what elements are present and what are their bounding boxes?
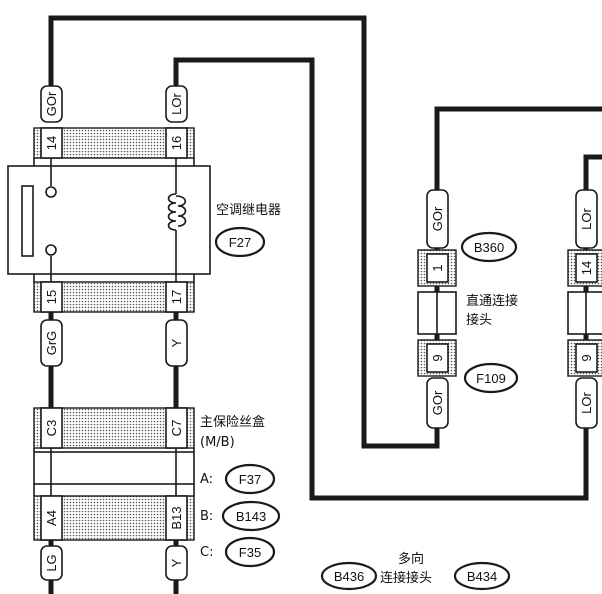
wire-label-y-fuse: Y [169, 558, 184, 567]
fuse-connector-a4: A4 [44, 510, 59, 526]
multi-code-b434: B434 [467, 569, 497, 584]
fuse-connector-b13: B13 [169, 506, 184, 529]
relay-component: GOr LOr 14 16 15 17 GrG [7, 85, 281, 367]
fuse-connector-c3: C3 [44, 420, 59, 437]
wire-label-y-relay: Y [169, 338, 184, 347]
fuse-entry-a-prefix: A: [200, 472, 213, 487]
right-pin-9: 9 [579, 354, 594, 361]
joint-code-f109: F109 [476, 371, 506, 386]
wire-joint-upper [434, 106, 602, 190]
fuse-connector-c7: C7 [169, 420, 184, 437]
wire-lor-loop [173, 57, 589, 501]
joint-connector-name: 直通连接 [466, 293, 518, 309]
right-pin-14: 14 [579, 261, 594, 275]
wire-gor-loop [48, 15, 440, 449]
wire-label-lor-right-upper: LOr [579, 207, 594, 229]
relay-code: F27 [229, 235, 251, 250]
wire-label-lor-right-lower: LOr [579, 391, 594, 413]
wire-label-grg: GrG [44, 331, 59, 356]
fuse-entry-b-prefix: B: [200, 509, 213, 524]
fuse-box-name: 主保险丝盒 [200, 414, 265, 430]
joint-code-b360: B360 [474, 240, 504, 255]
relay-pin-16: 16 [169, 136, 184, 150]
fuse-entry-c-code: F35 [239, 545, 261, 560]
wire-label-gor-left: GOr [44, 91, 59, 116]
fuse-entry-c-prefix: C: [200, 545, 213, 560]
multi-connector-legend: 多向 连接接头 B436 B434 [320, 551, 511, 591]
relay-name: 空调继电器 [216, 203, 281, 218]
relay-pin-15: 15 [44, 290, 59, 304]
fuse-entry-b-code: B143 [236, 509, 266, 524]
fuse-entry-a-code: F37 [239, 472, 261, 487]
main-fuse-box: C3 C7 A4 B13 LG Y 主保险丝盒 (M/B) A: F37 B: … [33, 407, 281, 581]
joint-pin-9: 9 [430, 354, 445, 361]
wire-label-lg: LG [44, 554, 59, 571]
multi-connector-name-2: 连接接头 [380, 570, 432, 586]
relay-code-oval [214, 226, 266, 258]
joint-connector: GOr 1 9 GOr B360 直通连接 接头 F109 [417, 189, 519, 429]
fuse-box-abbr: (M/B) [200, 435, 235, 450]
multi-code-b436: B436 [334, 569, 364, 584]
wire-label-lor-relay: LOr [169, 92, 184, 114]
wire-right-upper [583, 154, 602, 190]
wire-label-gor-joint-lower: GOr [430, 390, 445, 415]
joint-connector-name-2: 接头 [466, 312, 492, 328]
wire-label-gor-joint-upper: GOr [430, 206, 445, 231]
relay-pin-17: 17 [169, 290, 184, 304]
joint-pin-1: 1 [430, 264, 445, 271]
right-connector: LOr 14 9 LOr [567, 189, 602, 429]
multi-connector-name: 多向 [398, 551, 424, 567]
relay-pin-14: 14 [44, 136, 59, 150]
